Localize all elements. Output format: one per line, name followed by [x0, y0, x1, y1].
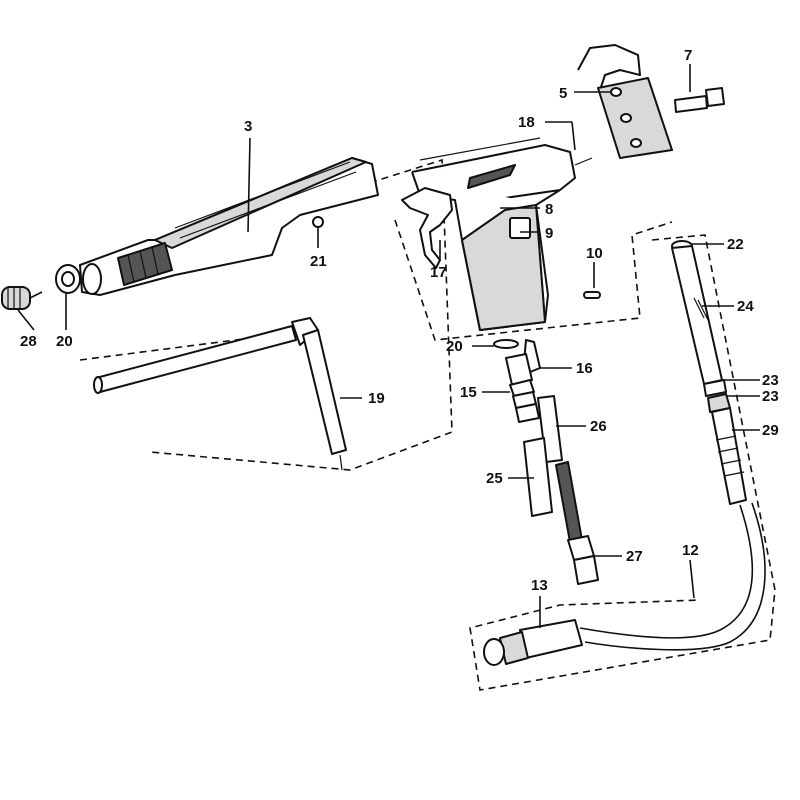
callout-16: 16 [576, 360, 593, 377]
screw-part-7 [674, 87, 725, 113]
callout-20b: 20 [446, 338, 463, 355]
callout-24: 24 [737, 298, 754, 315]
callout-8: 8 [545, 201, 553, 218]
callout-25: 25 [486, 470, 503, 487]
callout-28: 28 [20, 333, 37, 350]
callout-29: 29 [762, 422, 779, 439]
callout-23b: 23 [762, 388, 779, 405]
handle-body-part-8 [411, 137, 593, 331]
leader-18b [571, 121, 576, 151]
hose-part-27 [555, 461, 599, 585]
callout-22: 22 [727, 236, 744, 253]
callout-10: 10 [586, 245, 603, 262]
ball-part-21 [312, 216, 324, 228]
callout-13: 13 [531, 577, 548, 594]
leader-3 [247, 137, 251, 233]
callout-23a: 23 [762, 372, 779, 389]
callout-27: 27 [626, 548, 643, 565]
front-ring-part-20 [55, 264, 81, 294]
callout-21: 21 [310, 253, 327, 270]
trigger-part-17 [401, 187, 453, 269]
fitting-part-15 [505, 353, 540, 423]
cable-part-12 [579, 504, 753, 639]
o-ring-part-20 [493, 339, 519, 349]
callout-12: 12 [682, 542, 699, 559]
cable-tube-part-24 [671, 240, 747, 505]
pin-part-10 [583, 291, 601, 299]
callout-3: 3 [244, 118, 252, 135]
callout-9: 9 [545, 225, 553, 242]
rod-part-19 [93, 317, 347, 471]
callout-17: 17 [430, 264, 447, 281]
bracket-part-5 [577, 44, 673, 159]
callout-20a: 20 [56, 333, 73, 350]
callout-5: 5 [559, 85, 567, 102]
callout-26: 26 [590, 418, 607, 435]
nozzle-cap-part-28 [1, 286, 43, 310]
barrel-part-3 [79, 157, 379, 296]
callout-7: 7 [684, 47, 692, 64]
cable-assembly-boundary [469, 234, 776, 691]
handle-assembly-boundary [394, 219, 673, 341]
connector-part-13 [483, 619, 583, 666]
callout-15: 15 [460, 384, 477, 401]
leader-12 [689, 559, 695, 599]
callout-19: 19 [368, 390, 385, 407]
tube-part-25 [523, 437, 553, 517]
leader-28 [17, 309, 35, 331]
cable-part-12-outer [584, 502, 766, 651]
callout-18: 18 [518, 114, 535, 131]
